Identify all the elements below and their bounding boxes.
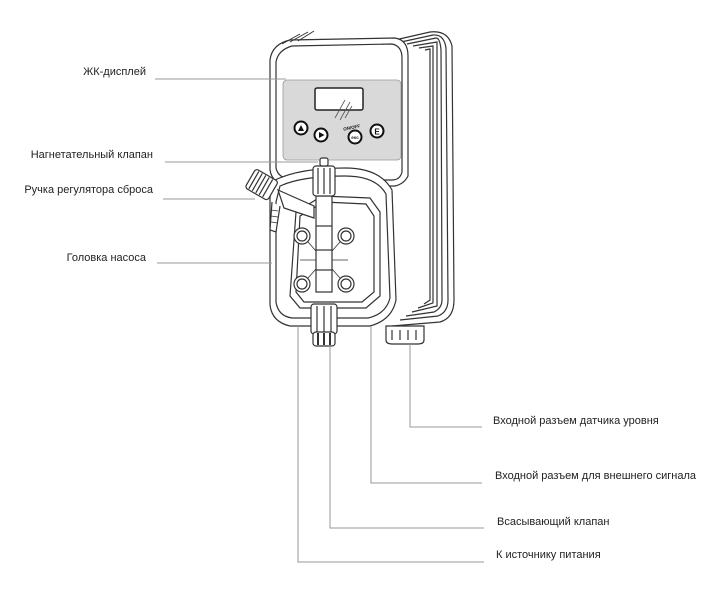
bolt — [293, 227, 311, 245]
leader-level-sensor — [409, 344, 482, 428]
label-pump-head: Головка насоса — [66, 252, 146, 264]
enter-glyph: E — [374, 128, 380, 137]
housing-fins — [391, 31, 455, 327]
lcd-screen — [314, 87, 364, 111]
label-suction-valve: Всасывающий клапан — [497, 516, 610, 528]
leader-suction-valve — [329, 346, 484, 529]
label-discharge-valve: Нагнетательный клапан — [30, 149, 153, 161]
label-power-supply: К источнику питания — [496, 549, 601, 561]
enter-button — [369, 123, 385, 139]
esc-glyph: esc — [351, 135, 359, 140]
label-external-signal-input: Входной разъем для внешнего сигнала — [495, 470, 697, 482]
center-tube — [315, 195, 333, 293]
relief-knob — [245, 169, 278, 201]
level-sensor-connector — [385, 325, 425, 345]
label-level-sensor-input: Входной разъем датчика уровня — [493, 415, 659, 427]
onoff-caption: ON/OFF — [343, 123, 361, 131]
bolt — [337, 227, 355, 245]
esc-button — [347, 129, 363, 145]
label-lcd: ЖК-дисплей — [83, 66, 146, 78]
control-panel — [282, 79, 402, 161]
leader-power-supply — [297, 326, 484, 563]
bolt — [293, 275, 311, 293]
bolt — [337, 275, 355, 293]
leader-external-signal — [370, 326, 482, 484]
label-relief-knob: Ручка регулятора сброса — [24, 184, 153, 196]
